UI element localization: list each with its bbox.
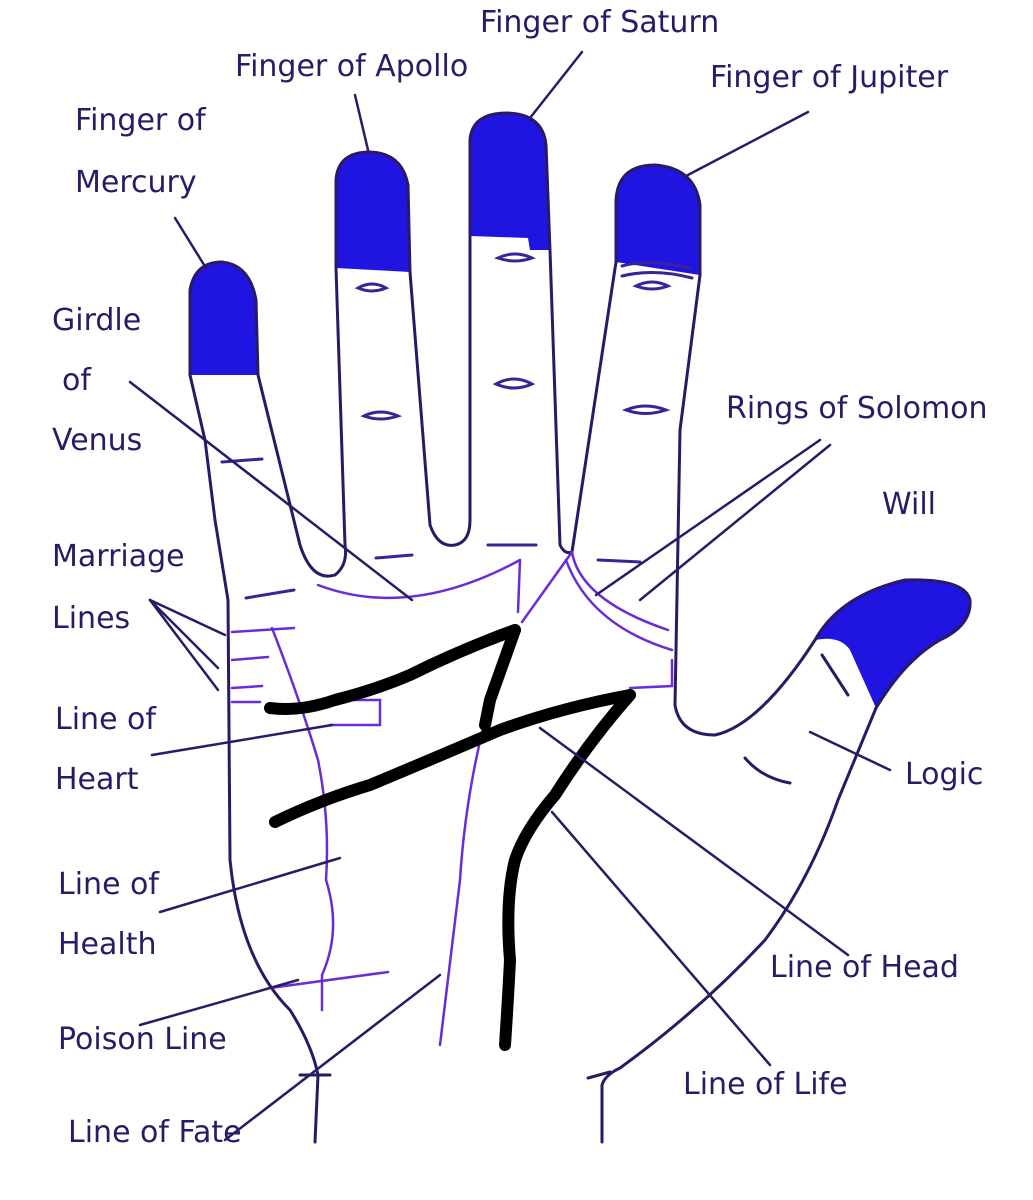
label-finger-of-mercury-line2: Mercury (75, 165, 197, 200)
label-finger-of-apollo: Finger of Apollo (235, 49, 469, 84)
thumb-crease (743, 756, 792, 785)
fate-major-line (479, 624, 521, 731)
fingertip-apollo (336, 152, 410, 272)
apollo-finger-outline (334, 150, 472, 547)
label-will: Will (882, 487, 937, 522)
leader-marriage-3 (148, 598, 220, 692)
leader-jupiter (684, 110, 810, 178)
leader-saturn (528, 50, 584, 120)
thumb-tip-will (815, 579, 971, 708)
marriage-line-3 (230, 684, 264, 690)
fingertip-jupiter (616, 165, 700, 275)
leader-fate (223, 973, 442, 1142)
label-health-line2: Health (58, 927, 157, 962)
label-girdle-line2: of (62, 363, 91, 398)
leader-poison (138, 978, 300, 1027)
minor-palm-lines (230, 550, 674, 1047)
fingertips (190, 113, 971, 708)
health-line (270, 626, 335, 1012)
head-line-tail (628, 658, 674, 690)
label-poison-line: Poison Line (58, 1022, 227, 1057)
leader-life (550, 810, 772, 1067)
label-line-of-life: Line of Life (683, 1067, 848, 1102)
leader-girdle (128, 380, 414, 602)
head-line (269, 689, 636, 828)
life-line (499, 689, 636, 1051)
girdle-of-venus (316, 558, 522, 600)
leader-lines (128, 50, 892, 1142)
label-health-line1: Line of (58, 867, 159, 902)
poison-line (268, 970, 390, 990)
fate-line (438, 718, 487, 1047)
label-marriage-line2: Lines (52, 601, 131, 636)
leader-mercury (173, 216, 208, 270)
label-finger-of-mercury-line1: Finger of (75, 103, 206, 138)
thumb-joint (820, 653, 850, 697)
rings-of-solomon-2 (564, 558, 674, 652)
heart-line (264, 624, 521, 715)
marriage-line-1 (230, 626, 296, 634)
label-girdle-line3: Venus (52, 423, 143, 458)
major-lines (264, 624, 636, 1051)
marriage-line-2 (230, 655, 270, 662)
label-girdle-line1: Girdle (52, 303, 142, 338)
knuckle-creases (220, 252, 694, 600)
jupiter-finger-outline (614, 163, 817, 737)
saturn-finger-outline (468, 111, 618, 555)
leader-heart (150, 723, 334, 757)
leader-marriage-1 (148, 598, 227, 637)
label-line-of-head: Line of Head (770, 950, 959, 985)
label-marriage-line1: Marriage (52, 539, 185, 574)
saturn-mount-line (516, 558, 522, 614)
label-rings-of-solomon: Rings of Solomon (726, 391, 988, 426)
leader-rings-2 (638, 443, 832, 602)
label-finger-of-saturn: Finger of Saturn (480, 5, 720, 40)
leader-apollo (353, 93, 370, 152)
label-logic: Logic (905, 757, 984, 792)
label-finger-of-jupiter: Finger of Jupiter (710, 60, 949, 95)
fingertip-mercury (190, 262, 258, 375)
saturn-mount-line-2 (520, 550, 574, 624)
label-heart-line2: Heart (55, 762, 139, 797)
mercury-finger-outline (188, 260, 347, 578)
leader-logic (808, 730, 892, 772)
leader-marriage-2 (148, 598, 220, 670)
fingertip-saturn (470, 113, 550, 250)
label-heart-line1: Line of (55, 702, 156, 737)
leader-health (158, 856, 342, 914)
leader-rings-1 (594, 438, 822, 597)
wrist-right-tick (586, 1070, 612, 1080)
leader-head (538, 726, 850, 957)
rings-of-solomon-1 (570, 550, 670, 632)
label-line-of-fate: Line of Fate (68, 1115, 242, 1150)
thumb-outline (600, 578, 972, 1144)
